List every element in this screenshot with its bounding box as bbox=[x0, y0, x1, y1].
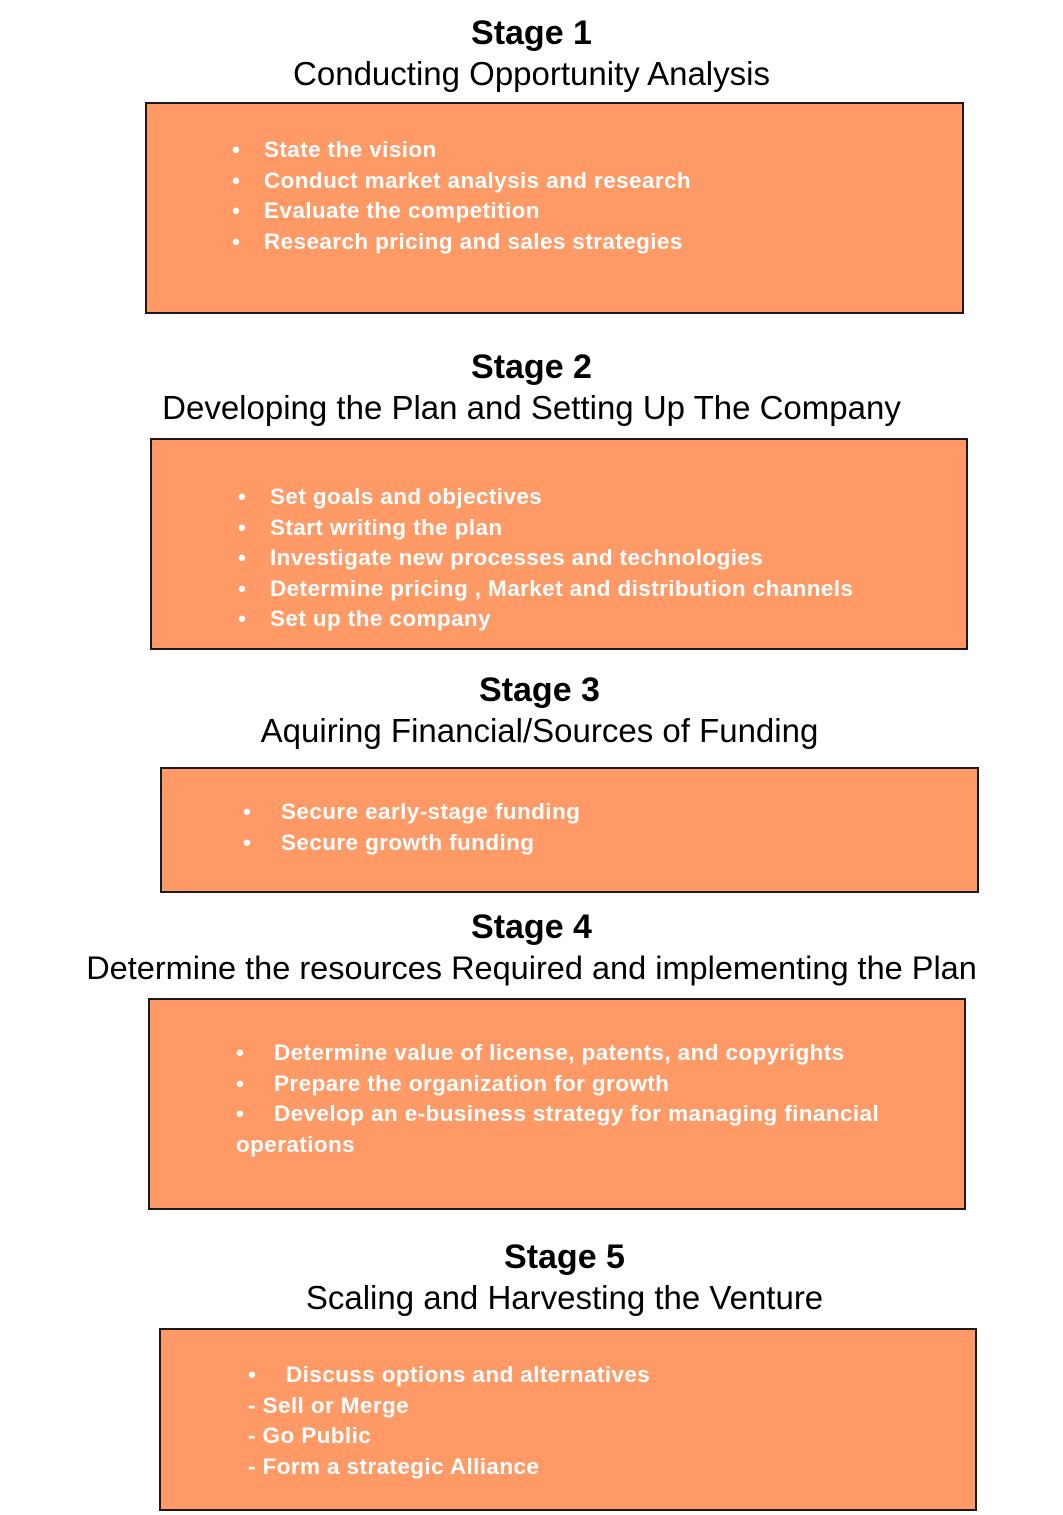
list-subitem: - Sell or Merge bbox=[248, 1392, 410, 1418]
stage-4-heading: Stage 4 Determine the resources Required… bbox=[0, 907, 1063, 989]
list-item: •State the vision bbox=[232, 135, 691, 166]
bullet-icon: • bbox=[232, 137, 241, 162]
list-item: •Investigate new processes and technolog… bbox=[238, 543, 853, 574]
bullet-icon: • bbox=[238, 575, 247, 601]
stage-2-number: Stage 2 bbox=[471, 348, 592, 386]
bullet-icon: • bbox=[238, 484, 247, 509]
list-item: •Set up the company bbox=[238, 604, 853, 635]
bullet-icon: • bbox=[238, 606, 247, 632]
list-item: •Secure growth funding bbox=[243, 828, 580, 859]
list-item: •Determine value of license, patents, an… bbox=[236, 1038, 879, 1069]
bullet-icon: • bbox=[236, 1040, 245, 1065]
list-item: •Secure early-stage funding bbox=[243, 797, 580, 828]
stage-3-list: •Secure early-stage funding •Secure grow… bbox=[243, 797, 580, 858]
bullet-icon: • bbox=[232, 198, 241, 224]
stage-4-list: •Determine value of license, patents, an… bbox=[236, 1038, 879, 1160]
list-item: •Prepare the organization for growth bbox=[236, 1069, 879, 1100]
stage-4-box: •Determine value of license, patents, an… bbox=[148, 998, 966, 1210]
stage-5-box: •Discuss options and alternatives - Sell… bbox=[159, 1328, 977, 1511]
bullet-icon: • bbox=[243, 799, 252, 824]
bullet-icon: • bbox=[238, 514, 247, 540]
list-item: •Develop an e-business strategy for mana… bbox=[236, 1099, 879, 1130]
stage-1-list: •State the vision •Conduct market analys… bbox=[232, 135, 691, 257]
stage-5-number: Stage 5 bbox=[504, 1238, 625, 1276]
bullet-icon: • bbox=[232, 167, 241, 193]
stage-5-heading: Stage 5 Scaling and Harvesting the Ventu… bbox=[33, 1237, 1063, 1319]
stage-4-number: Stage 4 bbox=[471, 908, 592, 946]
list-item: •Conduct market analysis and research bbox=[232, 166, 691, 197]
bullet-icon: • bbox=[248, 1362, 257, 1387]
list-subitem: - Form a strategic Alliance bbox=[248, 1453, 540, 1479]
stage-2-list: •Set goals and objectives •Start writing… bbox=[238, 482, 853, 635]
bullet-icon: • bbox=[232, 228, 241, 254]
stage-2-box: •Set goals and objectives •Start writing… bbox=[150, 438, 968, 650]
list-item: •Start writing the plan bbox=[238, 513, 853, 544]
stage-1-title: Conducting Opportunity Analysis bbox=[293, 55, 770, 92]
stage-2-heading: Stage 2 Developing the Plan and Setting … bbox=[0, 347, 1063, 429]
stage-5-list: •Discuss options and alternatives - Sell… bbox=[248, 1360, 650, 1482]
list-subitem: - Go Public bbox=[248, 1423, 372, 1449]
stage-1-heading: Stage 1 Conducting Opportunity Analysis bbox=[0, 13, 1063, 95]
bullet-icon: • bbox=[236, 1101, 245, 1127]
list-item: •Evaluate the competition bbox=[232, 196, 691, 227]
stage-3-heading: Stage 3 Aquiring Financial/Sources of Fu… bbox=[8, 670, 1063, 752]
bullet-icon: • bbox=[238, 545, 247, 571]
stage-1-number: Stage 1 bbox=[471, 14, 592, 52]
list-item-continuation: operations bbox=[236, 1131, 356, 1157]
bullet-icon: • bbox=[236, 1070, 245, 1096]
list-item: •Discuss options and alternatives bbox=[248, 1360, 650, 1391]
stage-3-title: Aquiring Financial/Sources of Funding bbox=[260, 712, 819, 749]
list-item: •Research pricing and sales strategies bbox=[232, 227, 691, 258]
stage-4-title: Determine the resources Required and imp… bbox=[86, 950, 977, 986]
list-item: •Determine pricing , Market and distribu… bbox=[238, 574, 853, 605]
stage-5-title: Scaling and Harvesting the Venture bbox=[305, 1279, 824, 1316]
list-item: •Set goals and objectives bbox=[238, 482, 853, 513]
stage-3-box: •Secure early-stage funding •Secure grow… bbox=[160, 767, 979, 893]
stage-3-number: Stage 3 bbox=[479, 671, 600, 709]
stage-2-title: Developing the Plan and Setting Up The C… bbox=[162, 389, 901, 426]
stage-1-box: •State the vision •Conduct market analys… bbox=[145, 102, 964, 314]
bullet-icon: • bbox=[243, 829, 252, 855]
